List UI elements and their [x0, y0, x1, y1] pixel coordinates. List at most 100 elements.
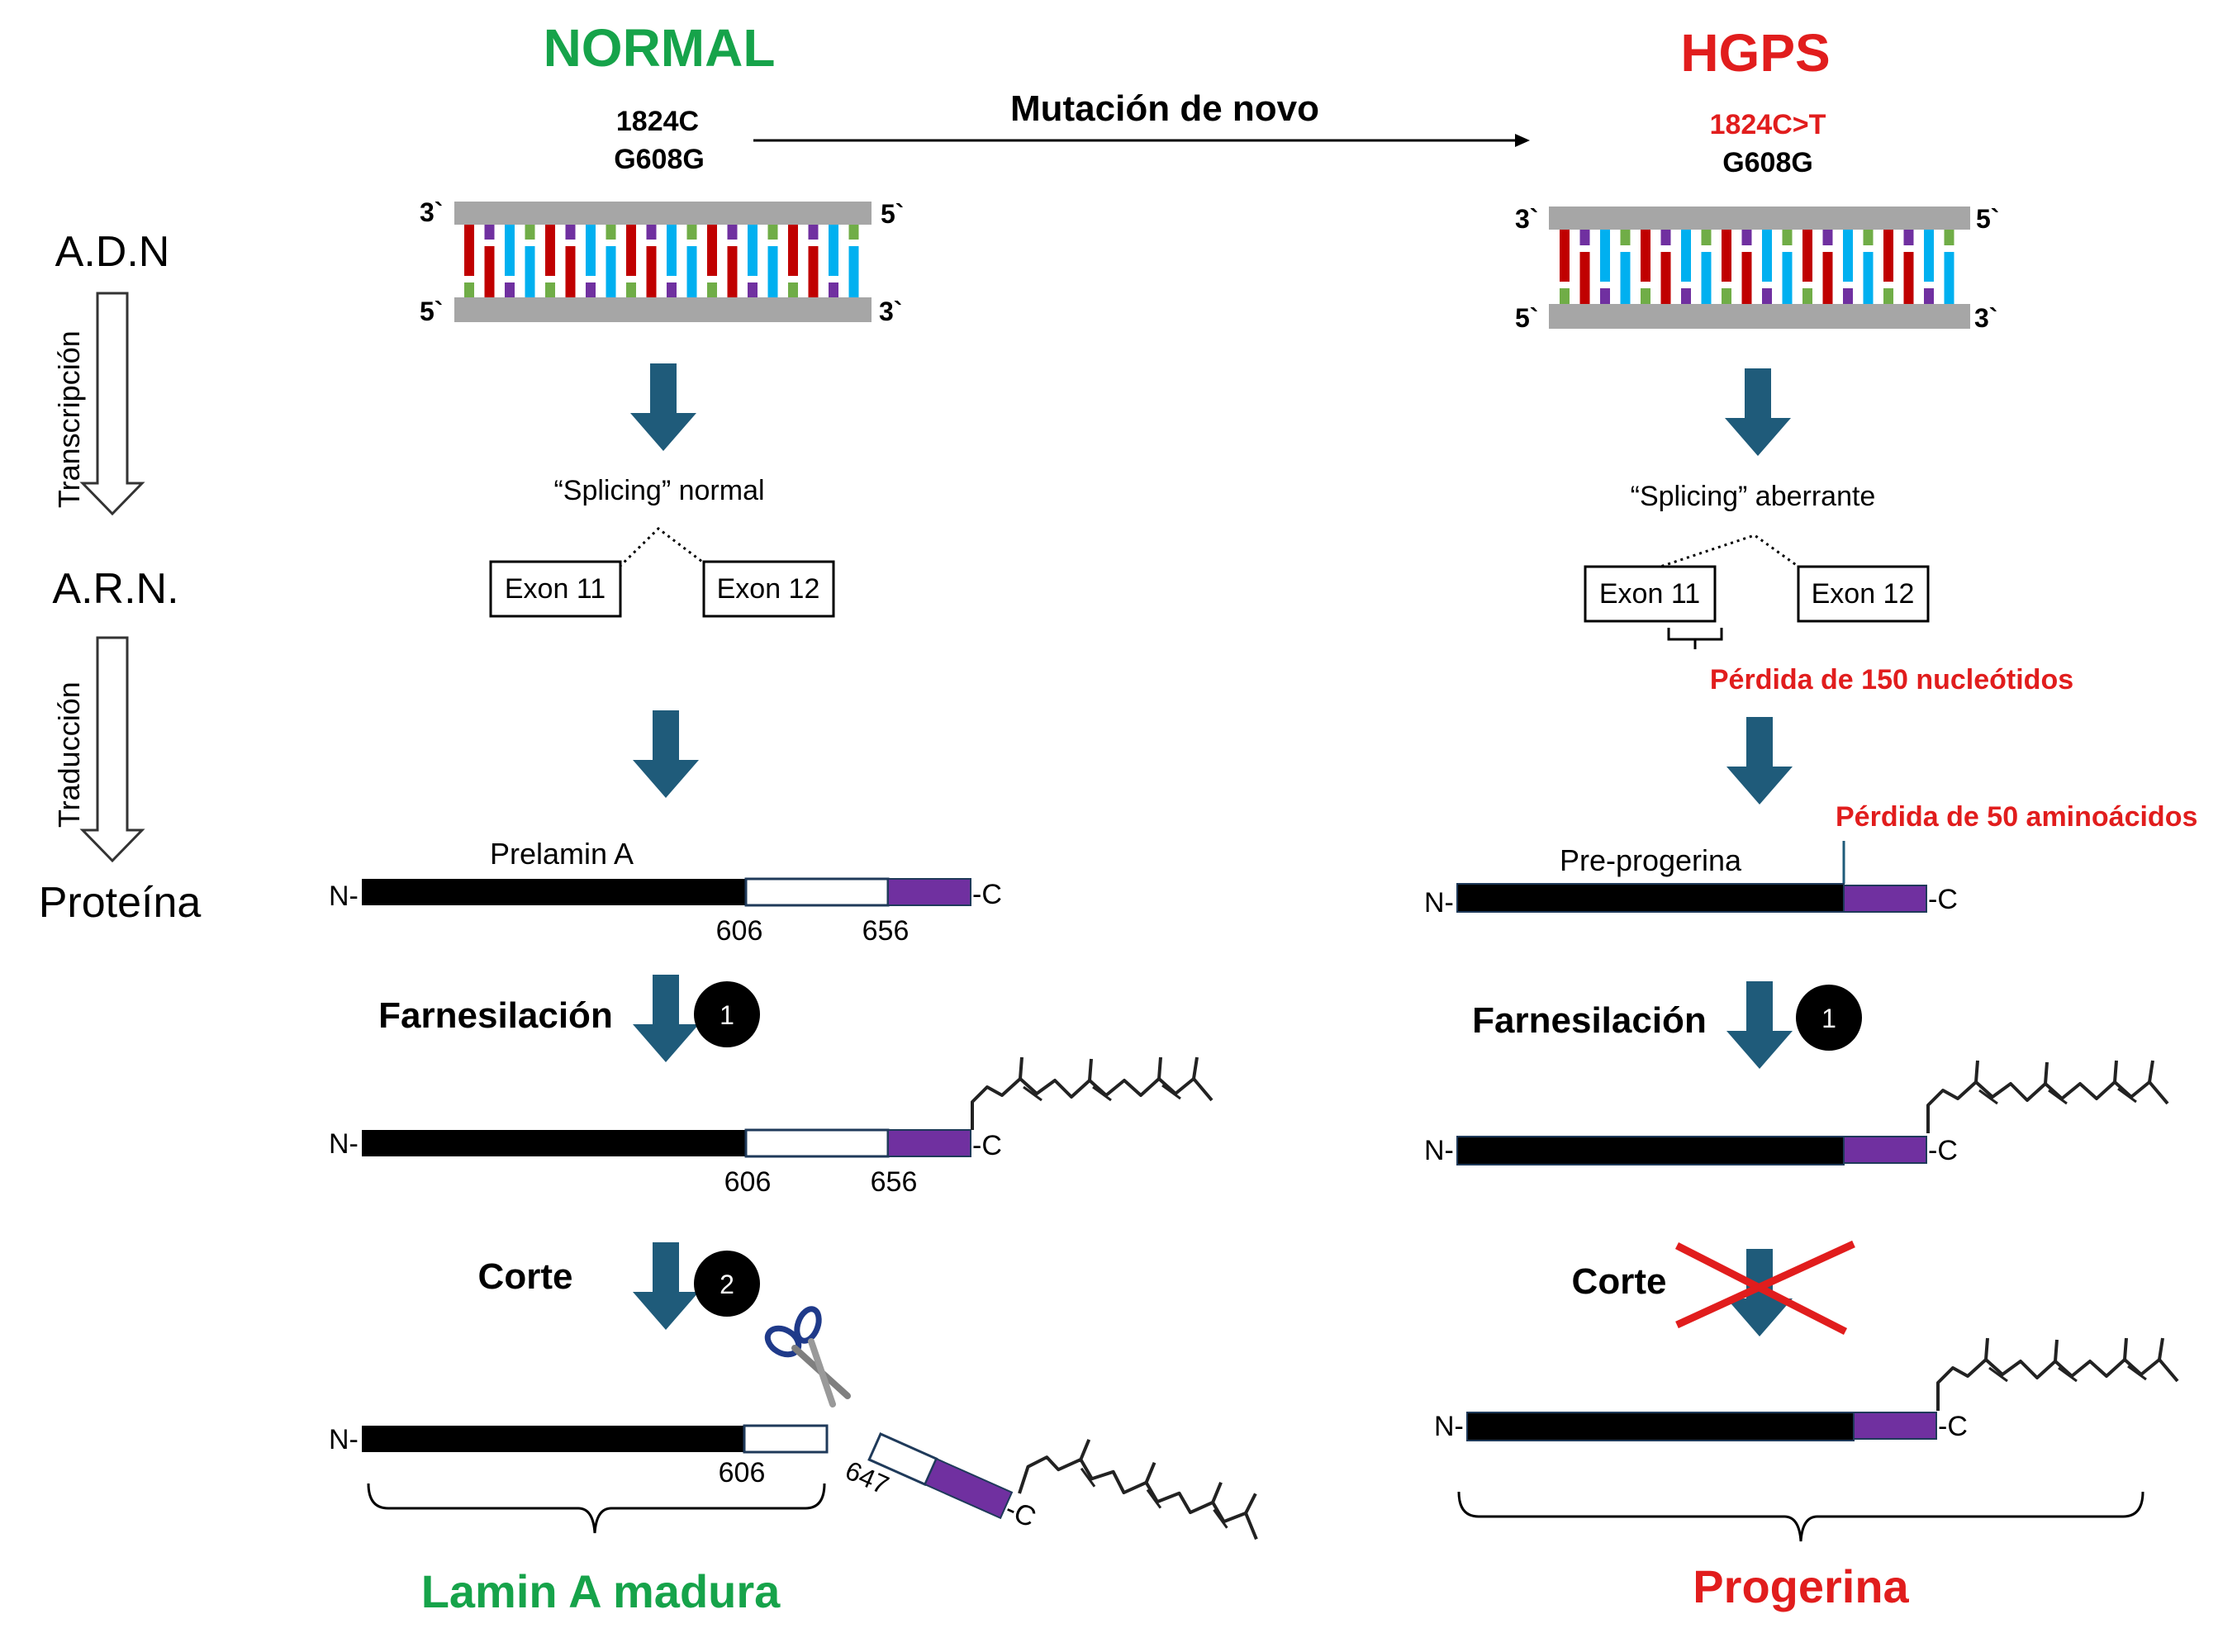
label-traduccion: Traducción: [52, 681, 86, 828]
normal-protein-white-2: [744, 1128, 890, 1158]
normal-dna-base: [707, 282, 717, 297]
normal-dna-base: [565, 246, 576, 297]
hgps-arrow-2: [1726, 717, 1793, 805]
hgps-dna-base: [1560, 288, 1570, 304]
hgps-arrow-1: [1725, 368, 1791, 456]
hgps-dna-base: [1620, 230, 1631, 245]
normal-dna-base: [484, 246, 495, 297]
normal-final-label: Lamin A madura: [421, 1565, 781, 1617]
hgps-dna-end-5-top: 5`: [1976, 204, 1999, 234]
normal-dna-base: [748, 282, 758, 297]
hgps-dna-base: [1843, 288, 1853, 304]
normal-protein-white-3: [743, 1424, 829, 1454]
normal-dna-base: [484, 225, 495, 240]
normal-dna-base: [748, 225, 758, 276]
normal-final-bracket: [367, 1483, 826, 1534]
normal-dna-base: [505, 282, 515, 297]
normal-dna-base: [545, 282, 555, 297]
normal-title: NORMAL: [544, 18, 776, 78]
hgps-dna-base: [1802, 230, 1812, 282]
normal-arrow-4: [633, 1242, 699, 1330]
normal-pos606-3: 606: [719, 1457, 766, 1488]
normal-arrow-3: [633, 975, 699, 1062]
hgps-dna-base: [1579, 230, 1590, 245]
hgps-protein-purple-2: [1843, 1136, 1927, 1164]
normal-dna-base: [848, 246, 859, 297]
normal-dna-end-3-top: 3`: [420, 197, 443, 227]
normal-dna-base: [606, 246, 616, 297]
normal-arrow-1: [630, 363, 696, 451]
normal-dna-base: [727, 246, 738, 297]
hgps-dna-base: [1802, 288, 1812, 304]
normal-dna-base: [464, 225, 474, 276]
hgps-protein-black-1: [1456, 883, 1845, 913]
hgps-loss-nucleotides: Pérdida de 150 nucleótidos: [1710, 664, 2073, 695]
mutation-label: Mutación de novo: [1010, 88, 1319, 129]
hgps-exon12-box: [1797, 565, 1930, 623]
hgps-dna-base: [1701, 230, 1712, 245]
hgps-allele-1: 1824C>T: [1710, 109, 1826, 140]
hgps-c-term-2: -C: [1928, 1135, 1958, 1166]
hgps-dna-base: [1883, 230, 1893, 282]
normal-n-term-1: N-: [329, 881, 359, 912]
hgps-loss-bracket: [1667, 628, 1723, 649]
transcription-arrow: [79, 292, 145, 516]
hgps-dna-base: [1843, 230, 1853, 282]
normal-dna-base: [626, 225, 636, 276]
normal-step2-badge: [694, 1251, 760, 1317]
normal-exon11-box: [489, 560, 622, 618]
hgps-dna-base: [1660, 252, 1671, 304]
label-proteina: Proteína: [39, 879, 202, 927]
hgps-dna-end-3-top: 3`: [1515, 204, 1538, 234]
hgps-dna-base: [1660, 230, 1671, 245]
normal-dna-end-3-bottom: 3`: [879, 297, 902, 326]
normal-dna-base: [565, 225, 576, 240]
hgps-title: HGPS: [1680, 23, 1830, 83]
hgps-dna-base: [1701, 252, 1712, 304]
normal-dna-base: [646, 225, 657, 240]
hgps-dna-base: [1782, 230, 1793, 245]
normal-dna-base: [667, 225, 677, 276]
hgps-dna-base: [1883, 288, 1893, 304]
normal-farnesyl-group-1: [971, 1056, 1213, 1132]
hgps-dna-base: [1762, 230, 1772, 282]
normal-dna-base: [767, 225, 778, 240]
normal-protein-purple-2: [887, 1129, 971, 1157]
hgps-dna-base: [1741, 230, 1752, 245]
normal-protein-black-1: [362, 879, 746, 905]
translation-arrow: [79, 636, 145, 863]
normal-dna-base: [667, 282, 677, 297]
normal-dna-base: [829, 225, 838, 276]
normal-dna-base: [586, 282, 596, 297]
normal-dna-base: [727, 225, 738, 240]
hgps-dna-base: [1924, 288, 1934, 304]
hgps-dna-base: [1600, 288, 1610, 304]
normal-corte-label: Corte: [478, 1256, 573, 1297]
normal-exon11-label: Exon 11: [505, 573, 606, 605]
cleaved-fragment: -C 647: [841, 1432, 1041, 1534]
hgps-protein-label: Pre-progerina: [1560, 843, 1742, 877]
hgps-dna-base: [1762, 288, 1772, 304]
normal-exon12-box: [702, 560, 835, 618]
normal-splice-line: [618, 527, 710, 568]
hgps-farnesyl-group-1: [1926, 1059, 2169, 1135]
hgps-farnesyl-group-2: [1936, 1336, 2179, 1412]
hgps-arrow-3: [1726, 981, 1793, 1069]
hgps-dna-end-3-bottom: 3`: [1974, 303, 1997, 333]
normal-allele-2: G608G: [614, 144, 705, 175]
hgps-step1-number: 1: [1821, 1004, 1836, 1033]
hgps-dna-base: [1681, 230, 1691, 282]
normal-dna-base: [686, 225, 697, 240]
normal-protein-black-3: [362, 1426, 746, 1452]
hgps-dna-base: [1579, 252, 1590, 304]
hgps-corte-label: Corte: [1572, 1261, 1667, 1302]
hgps-protein-purple-3: [1853, 1412, 1937, 1440]
hgps-farnesilacion-label: Farnesilación: [1472, 1000, 1707, 1041]
hgps-dna-helix: [1549, 206, 1970, 329]
normal-arrow-2: [633, 710, 699, 798]
normal-dna-base: [464, 282, 474, 297]
normal-step1-number: 1: [720, 1000, 734, 1030]
hgps-protein-black-3: [1466, 1412, 1855, 1441]
normal-protein-purple-1: [887, 878, 971, 906]
hgps-dna-base: [1903, 252, 1914, 304]
